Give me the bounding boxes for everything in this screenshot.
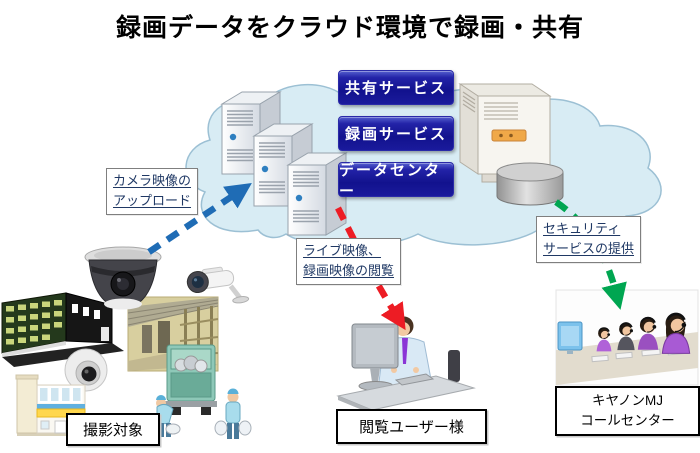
upload-annotation: カメラ映像の アップロード [106, 168, 199, 216]
upload-annotation-line1: カメラ映像の [113, 173, 192, 188]
operator-icon [637, 316, 659, 350]
view-arrow-icon [335, 206, 406, 331]
worker-icon [214, 388, 252, 439]
viewer-label-box: 閲覧ユーザー様 [336, 409, 487, 444]
viewer-user-icon [336, 316, 476, 414]
security-annotation-line2: サービスの提供 [543, 241, 635, 257]
dome-camera-icon [84, 246, 162, 310]
callcenter-label-box: キヤノンMJ コールセンター [555, 386, 700, 436]
view-annotation-line2: 録画映像の閲覧 [303, 263, 395, 279]
upload-annotation-line2: アップロード [113, 193, 192, 209]
callcenter-label-line1: キヤノンMJ [592, 392, 663, 408]
fisheye-camera-icon [64, 348, 108, 392]
page-title: 録画データをクラウド環境で録画・共有 [115, 14, 584, 42]
call-center-icon [555, 289, 699, 386]
rack-server-icon [458, 83, 552, 183]
upload-arrow-icon [147, 183, 252, 255]
security-annotation: セキュリティ サービスの提供 [536, 216, 642, 264]
operator-icon [617, 322, 635, 351]
subjects-label: 撮影対象 [82, 422, 143, 439]
viewer-label: 閲覧ユーザー様 [359, 419, 464, 436]
operator-icon [596, 327, 612, 352]
garbage-truck-icon [156, 344, 252, 439]
building-icon [1, 292, 124, 367]
security-annotation-line1: セキュリティ [543, 221, 621, 236]
datacenter-service-label: データセンター [338, 162, 454, 200]
operator-icon [661, 312, 691, 354]
view-annotation-line1: ライブ映像、 [303, 243, 382, 258]
subjects-label-box: 撮影対象 [66, 413, 160, 446]
worker-icon [156, 395, 181, 437]
callcenter-label-line2: コールセンター [580, 413, 675, 428]
view-annotation: ライブ映像、 録画映像の閲覧 [296, 238, 402, 286]
bullet-camera-icon [186, 266, 250, 304]
database-cylinder-icon [496, 162, 564, 206]
warehouse-icon [127, 296, 219, 372]
share-service-label: 共有サービス [338, 70, 454, 105]
record-service-label: 録画サービス [338, 116, 454, 151]
